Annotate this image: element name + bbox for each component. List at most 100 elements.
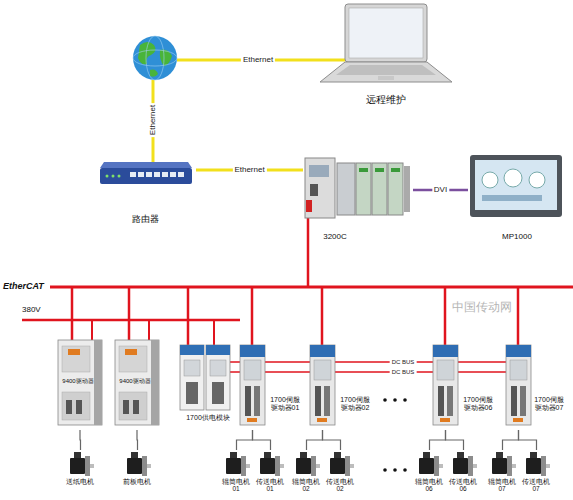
motor: 送纸电机 [58, 450, 103, 498]
watermark: 中国传动网 [452, 301, 512, 314]
motor: 辊筒电机 07 [487, 450, 518, 498]
controller: 3200C [303, 150, 413, 246]
router-icon [138, 172, 144, 177]
dc-bus [230, 371, 508, 373]
touch-panel-icon [475, 160, 557, 210]
device-label: 1700伺服 驱动器06 [461, 396, 495, 412]
device-label: 1700供电模块 [176, 414, 240, 422]
drive-icon [310, 345, 335, 425]
motor: 传送电机 02 [325, 450, 356, 498]
motor-cable [323, 430, 341, 450]
touch-panel-icon [470, 155, 562, 217]
motor-icon [127, 452, 151, 476]
motor-cable [519, 430, 537, 450]
motor-cable [136, 430, 138, 450]
servo-drive: 9400驱动器 [113, 336, 161, 430]
controller-icon [359, 168, 368, 172]
drive-icon [58, 340, 102, 425]
laptop-icon [320, 4, 452, 82]
controller-icon [309, 165, 329, 177]
controller-icon [375, 168, 384, 172]
controller-icon [305, 158, 410, 218]
bus-label: EtherCAT [3, 282, 44, 292]
globe-icon [138, 42, 155, 64]
ethercat-bus [128, 287, 131, 340]
router-icon [106, 175, 109, 178]
laptop-icon [349, 8, 423, 58]
globe-icon [133, 36, 177, 80]
device-label: 前板电机 [115, 478, 159, 486]
router-icon [100, 168, 192, 184]
ethercat-bus [187, 287, 190, 345]
power-module: 1700供电模块 [176, 340, 241, 430]
device-label: 1700伺服 驱动器01 [268, 396, 302, 412]
motor: 辊筒电机 06 [414, 450, 445, 498]
controller-icon [306, 200, 312, 212]
motor: 辊筒电机 01 [221, 450, 252, 498]
motor-icon [296, 452, 320, 476]
device-label: 辊筒电机 07 [487, 478, 517, 493]
drive-icon [433, 345, 458, 425]
power-bus [22, 319, 240, 322]
motor-icon [492, 452, 516, 476]
bus-label: DC BUS [390, 369, 417, 376]
device-label: 远程维护 [318, 94, 454, 106]
dc-bus [230, 362, 508, 372]
device-label: 3200C [315, 232, 355, 241]
drive-icon [58, 340, 531, 425]
device-label: MP1000 [468, 232, 566, 241]
bus-label: DC BUS [390, 359, 417, 366]
touch-panel-icon [482, 172, 498, 188]
motor: 传送电机 07 [521, 450, 552, 498]
laptop-icon [336, 65, 436, 75]
device-label: 传送电机 02 [325, 478, 355, 493]
ellipsis-dots [393, 468, 397, 472]
bus-label: 380V [22, 306, 41, 315]
device-label: 辊筒电机 06 [414, 478, 444, 493]
laptop-icon [378, 76, 394, 80]
router-icon [178, 172, 184, 177]
touch-panel-icon [482, 195, 542, 201]
ethercat-bus [71, 287, 74, 340]
globe-icon [133, 36, 177, 80]
device-label: 9400驱动器 [115, 378, 155, 385]
motor: 前板电机 [115, 450, 160, 498]
router-icon [100, 162, 192, 184]
device-label: 路由器 [95, 214, 195, 224]
drive-icon [206, 345, 230, 410]
ethercat-bus [444, 287, 447, 345]
router-icon [130, 172, 136, 177]
touch-panel-icon [529, 172, 545, 188]
signal-label: Ethernet [232, 166, 266, 175]
servo-drive: 1700伺服 驱动器06 [431, 340, 497, 430]
dc-bus [230, 361, 508, 363]
controller-icon [404, 166, 410, 212]
touch-panel-icon [504, 169, 522, 187]
drive-icon [115, 340, 159, 425]
globe-icon [146, 36, 164, 80]
signal-label: DVI [432, 186, 449, 195]
motor-icon [526, 452, 550, 476]
controller-icon [388, 163, 403, 215]
motor-icon [453, 452, 477, 476]
device-label: 1700伺服 驱动器02 [338, 396, 372, 412]
ellipsis-dots [403, 468, 407, 472]
ellipsis-dots [403, 398, 407, 402]
device-label: 传送电机 07 [521, 478, 551, 493]
ellipsis-dots [383, 398, 407, 472]
power-bus [148, 320, 150, 340]
motor: 传送电机 01 [255, 450, 286, 498]
controller-icon [372, 163, 387, 215]
power-bus [91, 320, 93, 340]
servo-drive: 1700伺服 驱动器07 [504, 340, 568, 430]
motor: 辊筒电机 02 [291, 450, 322, 498]
motor-cable [253, 430, 271, 450]
motor-icon [70, 452, 550, 476]
drive-icon [506, 345, 531, 425]
laptop-icon [320, 62, 452, 82]
device-label: 1700伺服 驱动器07 [532, 396, 566, 412]
globe-icon [133, 50, 177, 66]
